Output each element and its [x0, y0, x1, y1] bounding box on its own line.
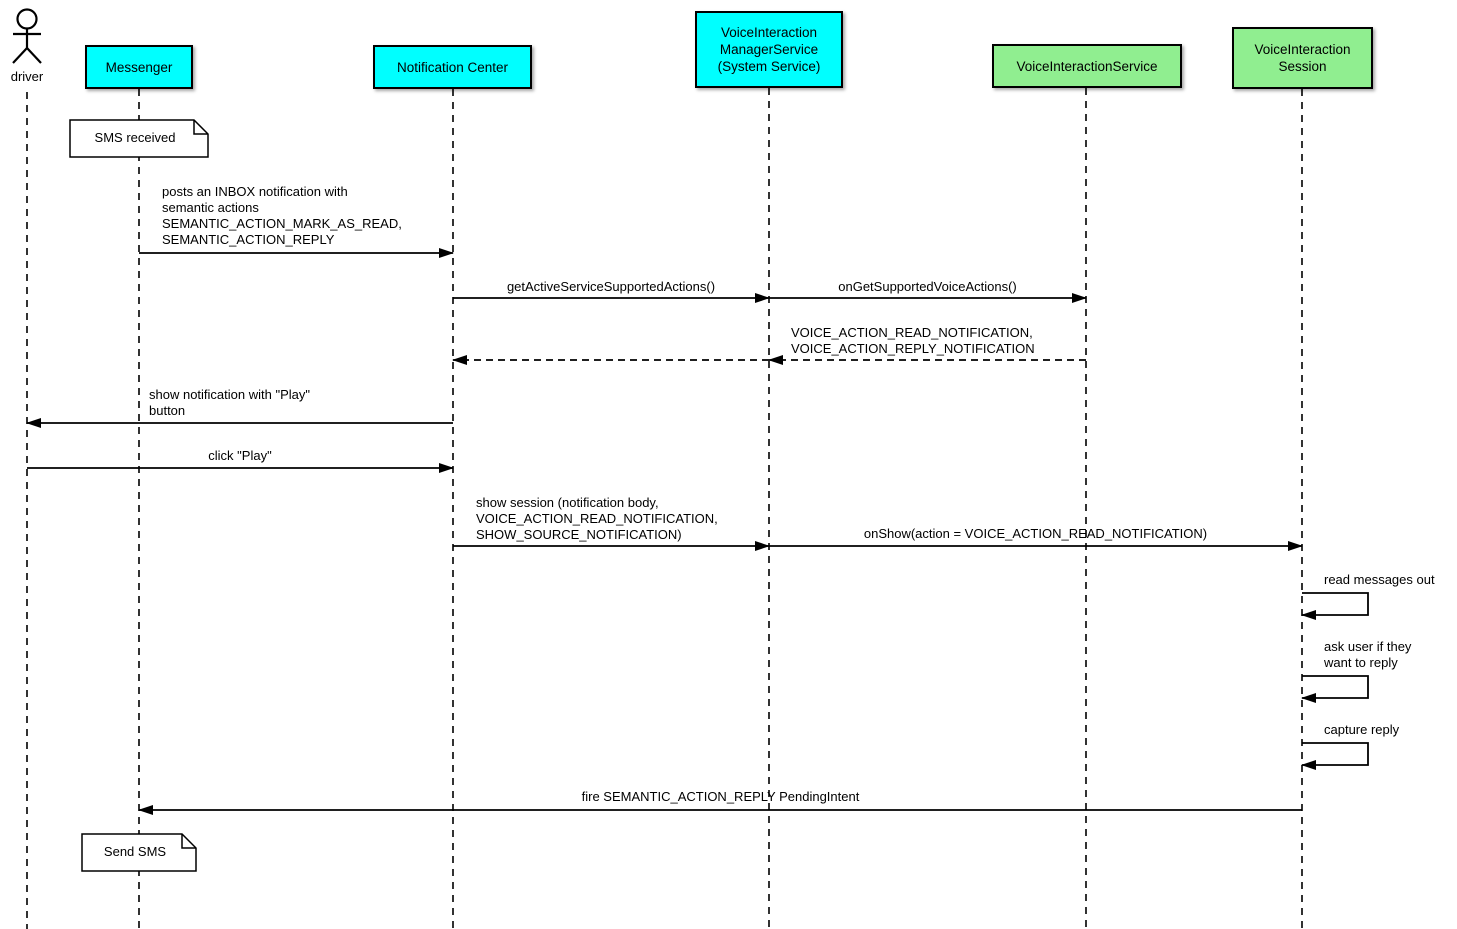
note-sms-received-shape [69, 119, 209, 158]
actor-driver-icon [12, 8, 42, 64]
self-message-arrow-read-messages-out [1301, 592, 1369, 620]
actor-driver-label: driver [10, 69, 44, 84]
note-send-sms-label: Send SMS [103, 844, 167, 859]
message-label-posts-inbox-notification: posts an INBOX notification with semanti… [162, 184, 402, 247]
self-message-arrow-ask-user-reply [1301, 675, 1369, 703]
message-label-return-voice-actions: VOICE_ACTION_READ_NOTIFICATION, VOICE_AC… [791, 325, 1035, 356]
message-label-ask-user-reply: ask user if they want to reply [1324, 639, 1412, 670]
participant-messenger: Messenger [85, 45, 193, 89]
message-label-click-play: click "Play" [208, 448, 272, 463]
message-label-on-show: onShow(action = VOICE_ACTION_READ_NOTIFI… [863, 526, 1208, 541]
participant-voice-interaction-session: VoiceInteraction Session [1232, 27, 1373, 89]
message-label-get-active-service-supported-actions: getActiveServiceSupportedActions() [506, 279, 716, 294]
message-label-show-notification: show notification with "Play" button [149, 387, 310, 418]
message-label-show-session: show session (notification body, VOICE_A… [476, 495, 718, 542]
message-label-on-get-supported-voice-actions: onGetSupportedVoiceActions() [838, 279, 1017, 294]
participant-voice-interaction-manager-service: VoiceInteraction ManagerService (System … [695, 11, 843, 88]
message-label-capture-reply: capture reply [1324, 722, 1400, 737]
message-label-fire-semantic-action-reply: fire SEMANTIC_ACTION_REPLY PendingIntent [581, 789, 860, 804]
note-send-sms-shape [81, 833, 197, 872]
participant-voice-interaction-service: VoiceInteractionService [992, 44, 1182, 88]
participant-notification-center: Notification Center [373, 45, 532, 89]
self-message-arrow-capture-reply [1301, 742, 1369, 770]
message-label-read-messages-out: read messages out [1324, 572, 1435, 587]
note-sms-received-label: SMS received [94, 130, 176, 145]
